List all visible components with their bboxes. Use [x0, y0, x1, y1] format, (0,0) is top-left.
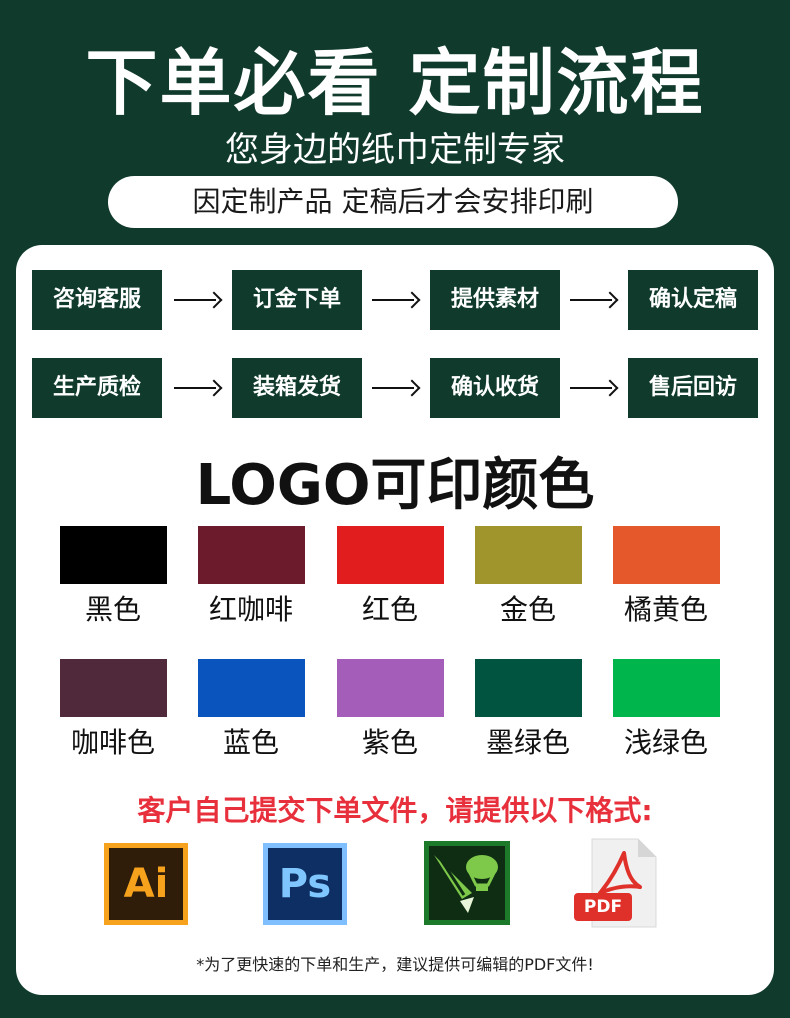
pdf-label: PDF — [583, 897, 623, 917]
color-swatch-label: 紫色 — [361, 726, 418, 759]
color-swatch-label: 蓝色 — [222, 726, 279, 759]
logo-colors-heading: LOGO可印颜色 — [195, 453, 595, 518]
arrow-right-icon — [174, 378, 222, 398]
process-step-consult: 咨询客服 — [32, 270, 162, 330]
color-swatch-label: 墨绿色 — [485, 726, 570, 759]
color-swatch-label: 红咖啡 — [208, 593, 293, 626]
pdf-icon: PDF — [574, 837, 658, 929]
color-swatch — [60, 659, 167, 717]
arrow-right-icon — [174, 290, 222, 310]
process-step-confirm-draft: 确认定稿 — [628, 270, 758, 330]
photoshop-icon: Ps — [263, 843, 347, 925]
color-swatch-label: 橘黄色 — [623, 593, 708, 626]
notice-pill: 因定制产品 定稿后才会安排印刷 — [108, 176, 678, 228]
content-card: 咨询客服 订金下单 提供素材 确认定稿 生产质检 装箱发货 确认收货 售后回访 … — [16, 245, 774, 995]
color-swatch — [337, 526, 444, 584]
color-swatch — [337, 659, 444, 717]
process-step-deposit: 订金下单 — [232, 270, 362, 330]
color-swatch — [60, 526, 167, 584]
process-step-production: 生产质检 — [32, 358, 162, 418]
arrow-right-icon — [372, 378, 420, 398]
color-swatch-label: 金色 — [499, 593, 556, 626]
process-step-shipping: 装箱发货 — [232, 358, 362, 418]
color-swatch-label: 黑色 — [84, 593, 141, 626]
process-step-materials: 提供素材 — [430, 270, 560, 330]
color-swatch — [613, 659, 720, 717]
arrow-right-icon — [570, 290, 618, 310]
color-swatch — [198, 659, 305, 717]
arrow-right-icon — [372, 290, 420, 310]
page-subtitle: 您身边的纸巾定制专家 — [225, 130, 565, 170]
process-step-aftersales: 售后回访 — [628, 358, 758, 418]
coreldraw-icon — [424, 841, 510, 925]
color-swatch — [198, 526, 305, 584]
photoshop-label: Ps — [268, 848, 342, 920]
color-swatch — [475, 659, 582, 717]
footnote: *为了更快速的下单和生产，建议提供可编辑的PDF文件! — [196, 955, 594, 974]
illustrator-icon: Ai — [104, 843, 188, 925]
page-title: 下单必看 定制流程 — [85, 41, 705, 125]
color-swatch-label: 红色 — [361, 593, 418, 626]
illustrator-label: Ai — [109, 848, 183, 920]
process-step-receipt: 确认收货 — [430, 358, 560, 418]
color-swatch — [475, 526, 582, 584]
color-swatch-label: 浅绿色 — [623, 726, 708, 759]
file-format-cta: 客户自己提交下单文件，请提供以下格式: — [137, 794, 653, 827]
color-swatch-label: 咖啡色 — [70, 726, 155, 759]
arrow-right-icon — [570, 378, 618, 398]
color-swatch — [613, 526, 720, 584]
